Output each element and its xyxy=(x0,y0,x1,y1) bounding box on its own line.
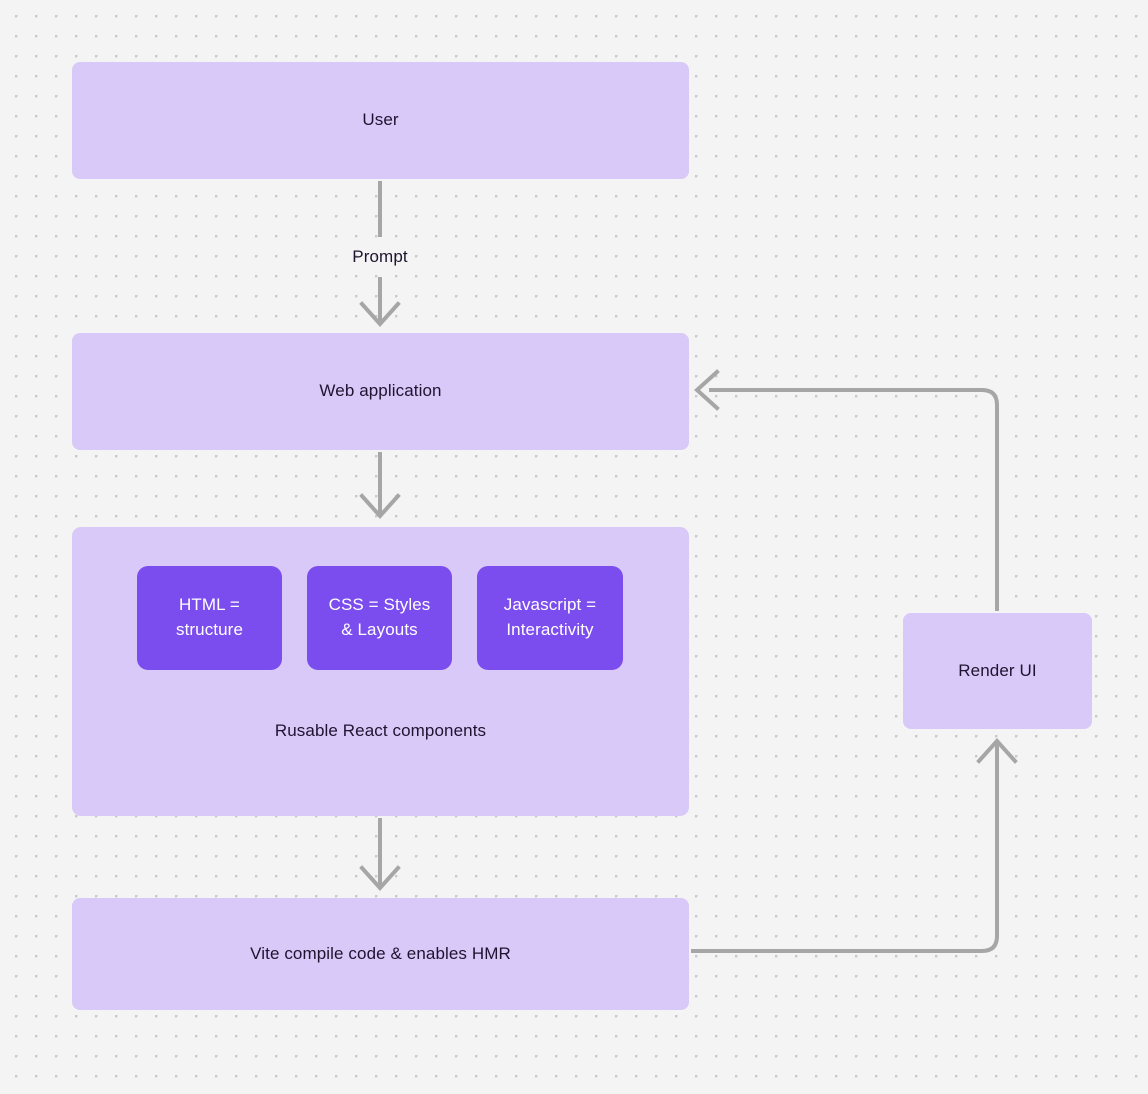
edge-vite-to-render xyxy=(691,738,1018,953)
chip-javascript-label: Javascript =Interactivity xyxy=(503,595,597,639)
edge-webapp-to-container xyxy=(359,452,401,519)
chip-html-label: HTML =structure xyxy=(175,595,244,639)
edge-label-prompt: Prompt xyxy=(352,247,408,266)
chip-html[interactable]: HTML =structure xyxy=(137,566,282,670)
edge-elbow xyxy=(691,743,999,953)
node-user[interactable]: User xyxy=(72,62,689,179)
node-render-ui[interactable]: Render UI xyxy=(903,613,1092,729)
arrowhead-down xyxy=(359,301,401,327)
node-web-application[interactable]: Web application xyxy=(72,333,689,450)
arrowhead-up xyxy=(976,738,1018,764)
chip-css[interactable]: CSS = Styles& Layouts xyxy=(307,566,452,670)
react-components-caption: Rusable React components xyxy=(274,721,487,740)
chip-css-label: CSS = Styles& Layouts xyxy=(328,595,431,639)
chip-javascript[interactable]: Javascript =Interactivity xyxy=(477,566,623,670)
arrowhead-down xyxy=(359,493,401,519)
arrowhead-left xyxy=(694,369,720,411)
edge-container-to-vite xyxy=(359,818,401,891)
node-react-components-container[interactable]: HTML =structure CSS = Styles& Layouts Ja… xyxy=(72,527,689,816)
edge-render-to-webapp xyxy=(694,369,999,611)
edge-elbow xyxy=(709,388,999,611)
node-vite-compile[interactable]: Vite compile code & enables HMR xyxy=(72,898,689,1010)
arrowhead-down xyxy=(359,865,401,891)
